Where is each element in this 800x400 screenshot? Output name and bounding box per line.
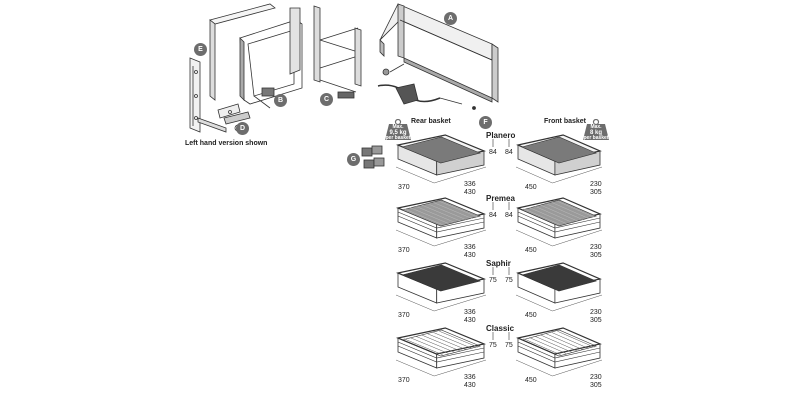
caption-left-hand: Left hand version shown [185, 140, 268, 147]
front-depth-0: 230 305 [590, 181, 602, 196]
label-front-basket: Front basket [544, 118, 587, 125]
rear-height-1: 84 [489, 212, 497, 219]
front-basket-1 [515, 197, 603, 247]
weight-front-line3: per basket [583, 135, 609, 141]
rear-basket-3 [395, 327, 487, 377]
front-depth-1: 230 305 [590, 244, 602, 259]
side-rail-drawing [189, 57, 227, 133]
series-name-0: Planero [486, 131, 516, 140]
front-basket-2 [515, 262, 603, 312]
rear-width-1: 370 [398, 247, 410, 254]
rear-width-0: 370 [398, 184, 410, 191]
weight-rear-line2: 9,5 kg [389, 129, 407, 136]
weight-rear-line1: Max. [392, 124, 404, 130]
front-height-3: 75 [505, 342, 513, 349]
front-height-2: 75 [505, 277, 513, 284]
front-width-3: 450 [525, 377, 537, 384]
part-badge-a: A [444, 12, 457, 25]
front-height-1: 84 [505, 212, 513, 219]
rear-depth-2: 336 430 [464, 309, 476, 324]
front-width-0: 450 [525, 184, 537, 191]
part-badge-d: D [236, 122, 249, 135]
rear-depth-3: 336 430 [464, 374, 476, 389]
label-rear-basket: Rear basket [411, 118, 451, 125]
sliding-unit-drawing [377, 3, 499, 110]
front-width-2: 450 [525, 312, 537, 319]
series-name-2: Saphir [486, 259, 511, 268]
series-name-3: Classic [486, 324, 515, 333]
weight-front-line1: Max. [590, 124, 602, 130]
rear-height-0: 84 [489, 149, 497, 156]
weight-rear-line3: per basket [385, 135, 411, 141]
rear-depth-0: 336 430 [464, 181, 476, 196]
front-depth-3: 230 305 [590, 374, 602, 389]
rear-width-3: 370 [398, 377, 410, 384]
front-height-0: 84 [505, 149, 513, 156]
weight-front-line2: 8 kg [589, 129, 602, 136]
rear-basket-2 [395, 262, 487, 312]
series-name-1: Premea [486, 194, 515, 203]
part-badge-c: C [320, 93, 333, 106]
front-width-1: 450 [525, 247, 537, 254]
rear-depth-1: 336 430 [464, 244, 476, 259]
part-badge-f: F [479, 116, 492, 129]
front-basket-3 [515, 327, 603, 377]
front-basket-0 [515, 134, 603, 184]
part-badge-g: G [347, 153, 360, 166]
rear-height-2: 75 [489, 277, 497, 284]
rear-height-3: 75 [489, 342, 497, 349]
rear-width-2: 370 [398, 312, 410, 319]
hardware-drawing [361, 145, 385, 169]
frame-drawing [209, 3, 303, 132]
basket-frame-drawing [313, 5, 362, 99]
part-badge-b: B [274, 94, 287, 107]
front-depth-2: 230 305 [590, 309, 602, 324]
part-badge-e: E [194, 43, 207, 56]
rear-basket-1 [395, 197, 487, 247]
rear-basket-0 [395, 134, 487, 184]
bracket-drawing [217, 103, 241, 119]
